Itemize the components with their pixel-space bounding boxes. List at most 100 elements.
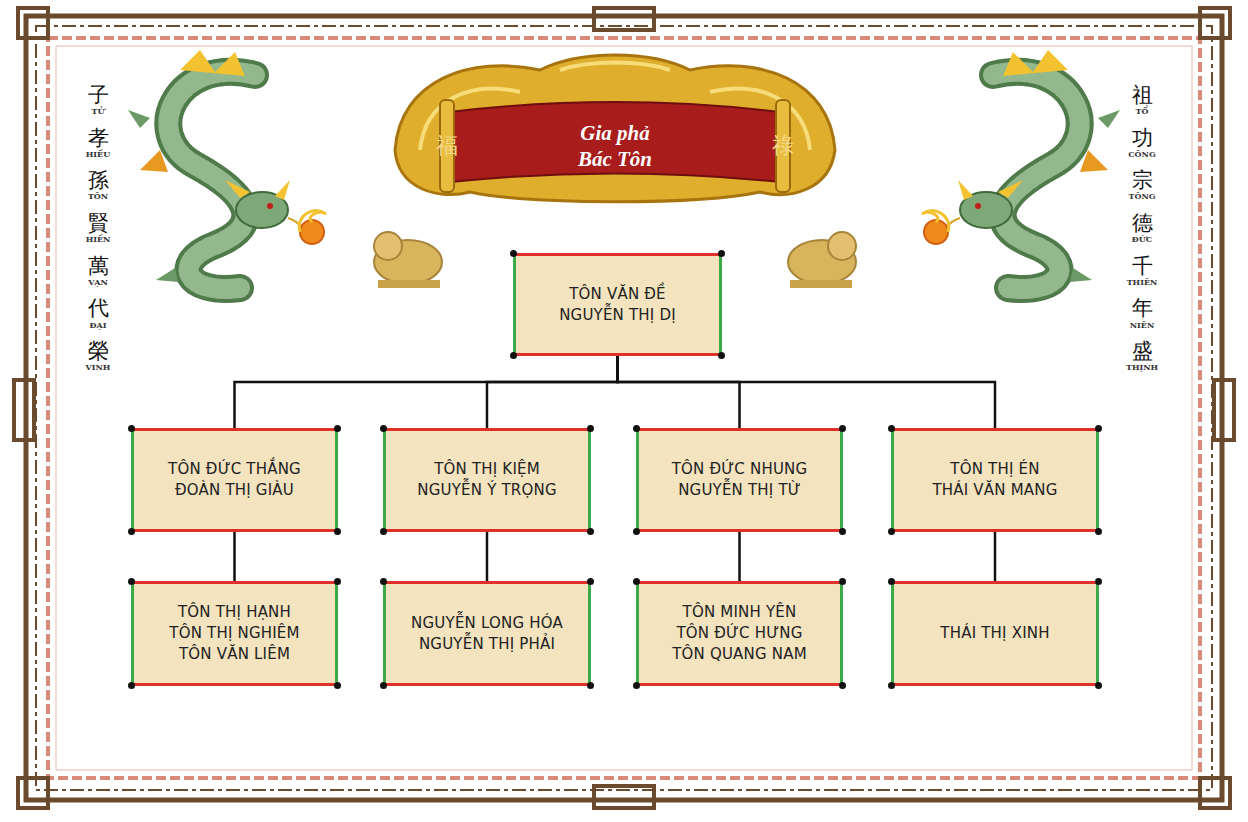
han-character: 萬 — [88, 255, 109, 278]
person-name: NGUYỄN THỊ TỪ — [678, 480, 801, 501]
han-reading: TÔN — [88, 192, 108, 202]
corner-dot — [380, 682, 387, 689]
family-line — [738, 532, 741, 581]
person-name: TÔN VĂN ĐỀ — [569, 284, 666, 305]
corner-dot — [888, 682, 895, 689]
han-character: 千 — [1132, 255, 1153, 278]
frame — [14, 8, 1234, 808]
dragon-claw — [128, 110, 178, 282]
corner-dot — [888, 528, 895, 535]
frame-corner — [1200, 778, 1230, 808]
person-name: ĐOÀN THỊ GIÀU — [175, 480, 294, 501]
han-reading: THIÊN — [1127, 278, 1158, 288]
family-line — [486, 532, 489, 581]
corner-dot — [633, 425, 640, 432]
dragon-body — [168, 72, 255, 289]
person-name: THÁI VĂN MANG — [932, 480, 1057, 501]
red-banner — [450, 102, 780, 182]
family-line — [618, 356, 740, 428]
corner-dot — [380, 528, 387, 535]
corner-dot — [128, 578, 135, 585]
corner-dot — [1095, 578, 1102, 585]
corner-dot — [888, 578, 895, 585]
dragon-pearl — [300, 220, 324, 244]
corner-dot — [510, 250, 517, 257]
corner-dot — [839, 528, 846, 535]
scroll-character: 祿 — [767, 134, 799, 158]
han-reading: TỬ — [92, 107, 105, 117]
corner-dot — [839, 425, 846, 432]
lion-base — [790, 280, 852, 288]
han-reading: ĐỨC — [1132, 235, 1152, 245]
lion-statue — [788, 232, 856, 288]
frame-ornament — [1214, 380, 1234, 440]
corner-dot — [633, 528, 640, 535]
corner-dot — [587, 578, 594, 585]
family-box: TÔN THỊ HẠNHTÔN THỊ NGHIÊMTÔN VĂN LIÊM — [131, 581, 338, 686]
corner-dot — [128, 528, 135, 535]
person-name: TÔN ĐỨC THẮNG — [168, 459, 301, 480]
han-character: 年 — [1132, 297, 1153, 320]
dragon-eye — [267, 203, 273, 209]
scroll-character: 福 — [431, 134, 463, 158]
han-reading: VẠN — [88, 278, 108, 288]
family-line — [235, 356, 618, 428]
han-character: 德 — [1132, 212, 1153, 235]
person-name: NGUYỄN Ý TRỌNG — [417, 480, 556, 501]
corner-dot — [334, 528, 341, 535]
corner-dot — [839, 682, 846, 689]
frame-corner — [18, 778, 48, 808]
lion-base — [378, 280, 440, 288]
family-box: TÔN ĐỨC NHUNGNGUYỄN THỊ TỪ — [636, 428, 843, 532]
corner-dot — [1095, 425, 1102, 432]
person-name: TÔN QUANG NAM — [672, 644, 807, 665]
family-box: NGUYỄN LONG HÓANGUYỄN THỊ PHẢI — [383, 581, 591, 686]
han-character: 孝 — [88, 127, 109, 150]
pearl-flame — [299, 211, 326, 232]
han-character: 祖 — [1132, 84, 1153, 107]
corner-dot — [633, 578, 640, 585]
corner-dot — [380, 578, 387, 585]
dragon — [922, 50, 1120, 289]
frame-outer — [26, 16, 1222, 800]
frame-ornament — [594, 786, 654, 808]
family-line — [233, 532, 236, 581]
han-character: 功 — [1132, 127, 1153, 150]
corner-dot — [718, 250, 725, 257]
family-line — [994, 532, 997, 581]
corner-dot — [334, 578, 341, 585]
frame-corner — [1200, 8, 1230, 38]
corner-dot — [1095, 528, 1102, 535]
corner-dot — [633, 682, 640, 689]
han-character: 孫 — [88, 169, 109, 192]
couplet-column: 祖TỔ功CÔNG宗TÔNG德ĐỨC千THIÊN年NIÊN盛THỊNH — [1120, 84, 1164, 383]
family-box: THÁI THỊ XINH — [891, 581, 1099, 686]
family-box: TÔN VĂN ĐỀNGUYỄN THỊ DỊ — [513, 253, 722, 356]
title-plaque — [395, 55, 835, 202]
corner-dot — [587, 682, 594, 689]
han-reading: HIỀN — [86, 235, 111, 245]
family-line — [487, 356, 618, 428]
lion-statue — [374, 232, 442, 288]
corner-dot — [334, 682, 341, 689]
corner-dot — [128, 682, 135, 689]
person-name: NGUYỄN LONG HÓA — [411, 613, 563, 634]
frame-band — [48, 38, 1200, 778]
couplet-column: 子TỬ孝HIẾU孫TÔN賢HIỀN萬VẠN代ĐẠI榮VINH — [76, 84, 120, 383]
dragon-horn — [225, 180, 290, 200]
person-name: TÔN MINH YÊN — [683, 602, 797, 623]
family-box: TÔN THỊ KIỆMNGUYỄN Ý TRỌNG — [383, 428, 591, 532]
frame-inner — [56, 46, 1192, 770]
corner-dot — [380, 425, 387, 432]
han-character: 賢 — [88, 212, 109, 235]
han-character: 盛 — [1132, 340, 1153, 363]
gold-carving — [395, 55, 835, 202]
dragon-body-shadow — [168, 72, 255, 289]
han-reading: TỔ — [1136, 107, 1149, 117]
person-name: TÔN VĂN LIÊM — [179, 644, 290, 665]
dragon-mane — [180, 50, 245, 76]
person-name: NGUYỄN THỊ PHẢI — [419, 634, 555, 655]
corner-dot — [839, 578, 846, 585]
lion-head — [828, 232, 856, 260]
